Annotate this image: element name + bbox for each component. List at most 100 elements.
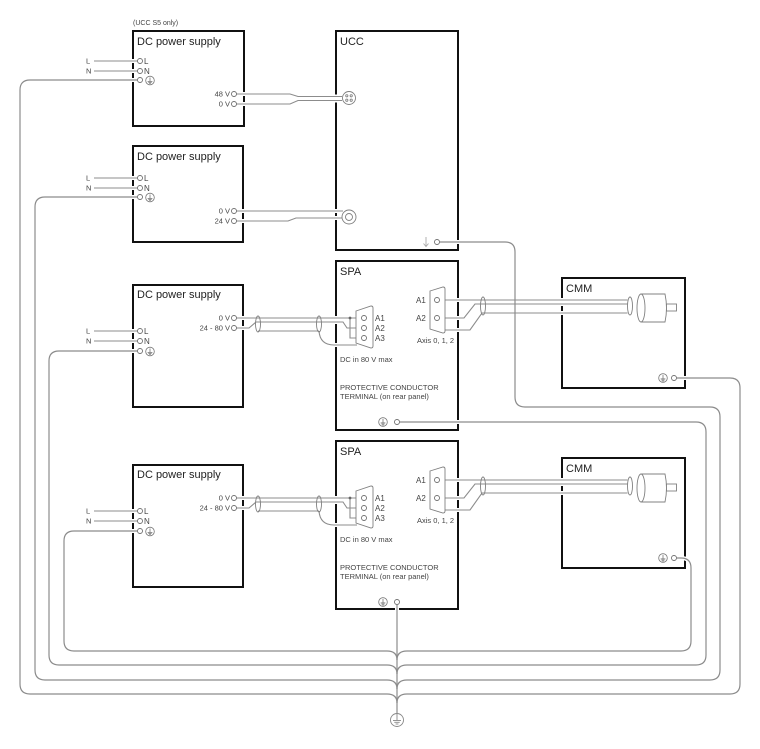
pe-note-line-2: TERMINAL (on rear panel) — [340, 392, 429, 401]
output-24-80v-label: 24 - 80 V — [200, 324, 230, 333]
ucc-title: UCC — [340, 36, 364, 48]
output-24v-label: 24 V — [215, 217, 230, 226]
l-terminal — [137, 508, 143, 514]
axis-wire-a2 — [439, 303, 628, 319]
ps4-earth-wire — [63, 530, 398, 661]
power-supply-4-mains: L N L N — [86, 507, 155, 537]
output-0v-terminal — [231, 495, 237, 501]
pe-terminal — [137, 528, 143, 534]
axis-pin-a1 — [434, 297, 440, 303]
dsub-connector-icon — [429, 466, 446, 514]
spa-1-title: SPA — [340, 266, 362, 278]
ps1-earth-wire — [19, 79, 398, 704]
n-pin-label: N — [144, 337, 150, 346]
axis-wire-a2 — [439, 483, 628, 499]
motor-icon — [636, 293, 677, 323]
cable-shield-ring — [255, 315, 261, 333]
dc-pin-label: A3 — [375, 514, 385, 523]
wire-24-80v — [236, 321, 362, 329]
protective-earth-icon — [145, 346, 155, 357]
wire-halo — [62, 529, 399, 661]
axis-label: Axis 0, 1, 2 — [417, 336, 454, 345]
axis-pin-label: A2 — [416, 314, 426, 323]
earth-ground-icon — [390, 713, 404, 727]
l-terminal — [137, 58, 143, 64]
output-0v-terminal — [231, 315, 237, 321]
cable-shield-ring — [255, 495, 261, 513]
protective-earth-icon — [378, 417, 388, 427]
protective-earth-icon — [145, 526, 155, 537]
l-pin-label: L — [144, 174, 149, 183]
l-terminal — [137, 328, 143, 334]
axis-pin-a1 — [434, 477, 440, 483]
cable-shield-ring — [627, 476, 633, 496]
ucc-s5-note: (UCC S5 only) — [133, 20, 178, 27]
ps2-to-ucc-cable: 0 V 24 V — [215, 207, 357, 226]
output-0v-label: 0 V — [219, 314, 230, 323]
cable-shield-ring — [316, 495, 322, 513]
output-0v-terminal — [231, 208, 237, 214]
earth-wiring — [19, 79, 741, 727]
cmm-pe-terminal — [671, 375, 677, 381]
dc-pin-label: A1 — [375, 314, 385, 323]
protective-earth-icon — [658, 373, 668, 383]
dc-input-note: DC in 80 V max — [340, 355, 393, 364]
cmm-2-box — [561, 457, 686, 569]
spa-row-1: 0 V 24 - 80 V A1 A2 A3 DC in 80 V max PR… — [200, 286, 677, 427]
output-0v-label: 0 V — [219, 494, 230, 503]
ucc-ground — [423, 237, 440, 248]
round-4pin-connector-icon — [342, 91, 356, 105]
cable-shield-ring — [316, 315, 322, 333]
cable-shield-ring — [627, 296, 633, 316]
n-terminal — [137, 518, 143, 524]
axis-cable-shield — [444, 492, 628, 511]
power-supply-3-title: DC power supply — [137, 289, 221, 301]
wire-halo — [395, 420, 708, 675]
pe-note-line-2: TERMINAL (on rear panel) — [340, 572, 429, 581]
output-48v-terminal — [231, 91, 237, 97]
dc-pin-label: A3 — [375, 334, 385, 343]
shield-drain — [318, 510, 357, 526]
output-0v-terminal — [231, 101, 237, 107]
cmm1-earth-wire — [396, 377, 741, 704]
power-supply-4-title: DC power supply — [137, 469, 221, 481]
axis-cable-shield — [444, 312, 628, 331]
output-24v-terminal — [231, 218, 237, 224]
cable-shield-ring — [480, 476, 486, 496]
axis-pin-label: A1 — [416, 476, 426, 485]
spa-pe-terminal — [394, 419, 400, 425]
pe-note-line-1: PROTECTIVE CONDUCTOR — [340, 383, 439, 392]
cable-shield-ring — [480, 296, 486, 316]
n-pin-label: N — [144, 517, 150, 526]
axis-label: Axis 0, 1, 2 — [417, 516, 454, 525]
axis-pin-a2 — [434, 495, 440, 501]
l-pin-label: L — [144, 507, 149, 516]
spa-2-title: SPA — [340, 446, 362, 458]
dc-pin-label: A2 — [375, 504, 385, 513]
n-terminal — [137, 338, 143, 344]
ps2-earth-wire — [34, 196, 398, 690]
pe-terminal — [137, 77, 143, 83]
pe-note-line-1: PROTECTIVE CONDUCTOR — [340, 563, 439, 572]
n-pin-label: N — [144, 184, 150, 193]
dc-pin-label: A2 — [375, 324, 385, 333]
dc-pin-a2 — [361, 325, 367, 331]
spa1-earth-wire — [396, 421, 707, 675]
ps3-earth-wire — [48, 350, 398, 675]
coax-connector-icon — [341, 209, 357, 225]
protective-earth-icon — [658, 553, 668, 563]
dsub-connector-icon — [429, 286, 446, 334]
l-terminal — [137, 175, 143, 181]
mains-l-label: L — [86, 327, 90, 336]
output-24-80v-label: 24 - 80 V — [200, 504, 230, 513]
wire-48v — [236, 93, 342, 98]
spa-row-2: 0 V 24 - 80 V A1 A2 A3 DC in 80 V max PR… — [200, 466, 677, 607]
power-supply-1-title: DC power supply — [137, 36, 221, 48]
power-supply-3-box — [132, 284, 244, 408]
ucc-earth-wire — [396, 241, 721, 690]
l-pin-label: L — [144, 327, 149, 336]
ucc-box — [335, 30, 459, 251]
wire-24-80v — [236, 501, 362, 509]
dc-pin-a1 — [361, 495, 367, 501]
mains-l-label: L — [86, 507, 90, 516]
